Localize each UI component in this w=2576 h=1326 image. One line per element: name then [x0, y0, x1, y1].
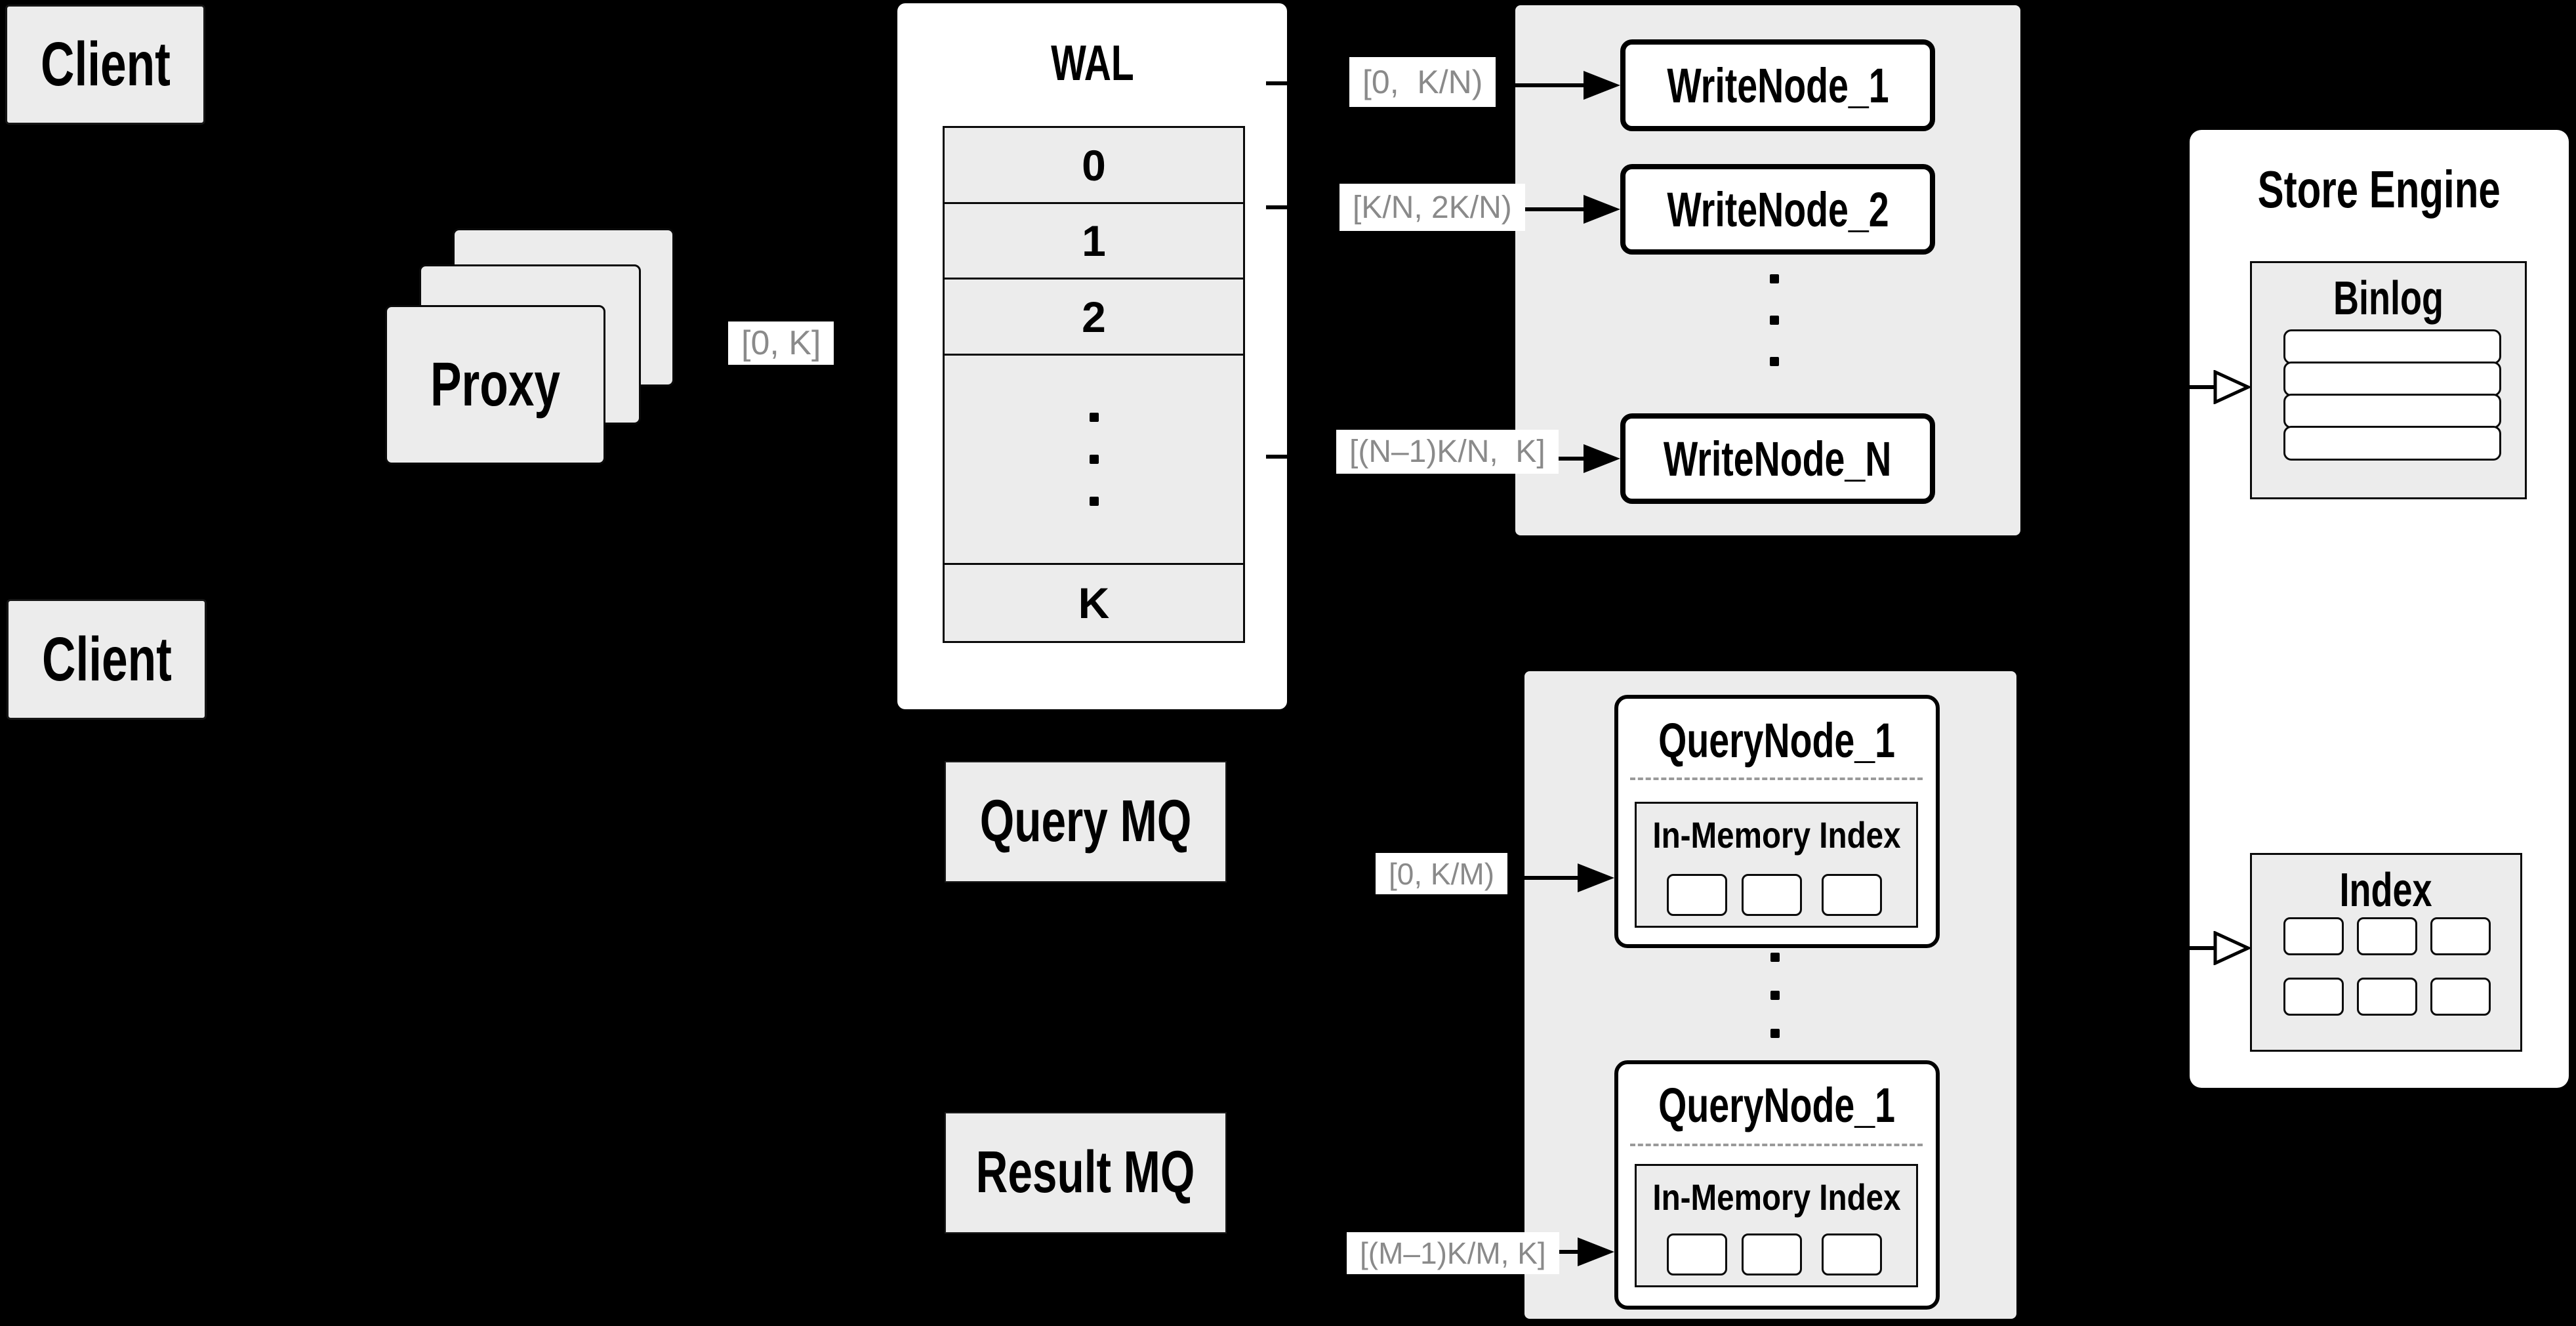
arrowhead-write-2	[1584, 195, 1620, 224]
index-cell	[2357, 978, 2417, 1016]
in-memory-index-title-a: In-Memory Index	[1652, 814, 1901, 856]
store-engine-title: Store Engine	[2257, 159, 2501, 218]
memory-cell	[1667, 874, 1727, 916]
ellipsis-dot	[1770, 316, 1779, 325]
connector-wal-to-writen	[1266, 455, 1343, 459]
write-node-ellipsis	[1770, 274, 1779, 366]
index-cell	[2283, 917, 2344, 955]
range-chip-query-m: [(M–1)K/M, K]	[1347, 1232, 1559, 1274]
binlog-row	[2283, 426, 2501, 461]
client-box-top: Client	[5, 5, 205, 125]
connector-wal-to-write2	[1266, 205, 1346, 209]
ellipsis-dot	[1089, 413, 1099, 422]
arrowhead-write-n	[1584, 444, 1620, 473]
memory-cell	[1667, 1233, 1727, 1275]
client-box-bottom: Client	[7, 599, 207, 720]
arrowhead-write-1	[1584, 71, 1620, 100]
index-cell	[2430, 978, 2491, 1016]
arrow-line-index	[2166, 946, 2216, 950]
index-cell	[2357, 917, 2417, 955]
memory-cell	[1822, 874, 1882, 916]
binlog-row	[2283, 362, 2501, 396]
arrow-line-write-1	[1410, 83, 1586, 87]
proxy-label: Proxy	[430, 350, 561, 419]
range-chip-write-n: [(N–1)K/N, K]	[1336, 430, 1559, 474]
write-node-2-box: WriteNode_2	[1620, 164, 1935, 255]
arrowhead-query-1	[1578, 863, 1614, 892]
ellipsis-dot	[1770, 953, 1780, 962]
arrowhead-query-m	[1578, 1237, 1614, 1266]
index-cell	[2430, 917, 2491, 955]
wal-row: 1	[945, 204, 1243, 280]
arrow-line-binlog	[2166, 385, 2216, 389]
connector-wal-to-write1	[1266, 81, 1353, 85]
wal-table: 0 1 2 K	[943, 126, 1245, 643]
write-node-n-box: WriteNode_N	[1620, 413, 1935, 504]
memory-cell	[1742, 874, 1802, 916]
query-node-a-divider	[1630, 777, 1923, 780]
query-node-ellipsis	[1770, 953, 1780, 1038]
range-chip-write-1: [0, K/N)	[1349, 57, 1496, 107]
ellipsis-dot	[1770, 991, 1780, 1000]
binlog-row	[2283, 394, 2501, 428]
query-node-b-divider	[1630, 1144, 1923, 1146]
hollow-arrowhead-binlog	[2213, 370, 2250, 404]
ellipsis-dot	[1770, 1029, 1780, 1038]
ellipsis-dot	[1089, 455, 1099, 464]
hollow-arrowhead-index	[2213, 931, 2250, 965]
binlog-row	[2283, 329, 2501, 364]
ellipsis-dot	[1089, 497, 1099, 506]
wal-row: 2	[945, 280, 1243, 356]
client-bottom-label: Client	[41, 624, 172, 694]
index-title: Index	[2339, 863, 2433, 917]
range-chip-query-1: [0, K/M)	[1376, 853, 1508, 894]
memory-cell	[1822, 1233, 1882, 1275]
memory-cell	[1742, 1233, 1802, 1275]
range-chip-write-2: [K/N, 2K/N)	[1339, 184, 1525, 231]
in-memory-index-title-b: In-Memory Index	[1652, 1176, 1901, 1218]
wal-title: WAL	[1050, 35, 1134, 91]
wal-row: K	[945, 565, 1243, 641]
query-mq-box: Query MQ	[945, 761, 1227, 882]
wal-row: 0	[945, 128, 1243, 204]
binlog-title: Binlog	[2333, 272, 2443, 325]
ellipsis-dot	[1770, 274, 1779, 283]
result-mq-box: Result MQ	[945, 1112, 1227, 1233]
wal-row-ellipsis	[945, 356, 1243, 565]
proxy-box: Proxy	[385, 305, 605, 465]
write-node-1-box: WriteNode_1	[1620, 39, 1935, 131]
query-node-a-title: QueryNode_1	[1658, 713, 1896, 768]
index-cell	[2283, 978, 2344, 1016]
ellipsis-dot	[1770, 357, 1779, 366]
range-chip-proxy-out: [0, K]	[728, 321, 834, 365]
client-top-label: Client	[40, 30, 171, 99]
query-node-b-title: QueryNode_1	[1658, 1077, 1896, 1132]
